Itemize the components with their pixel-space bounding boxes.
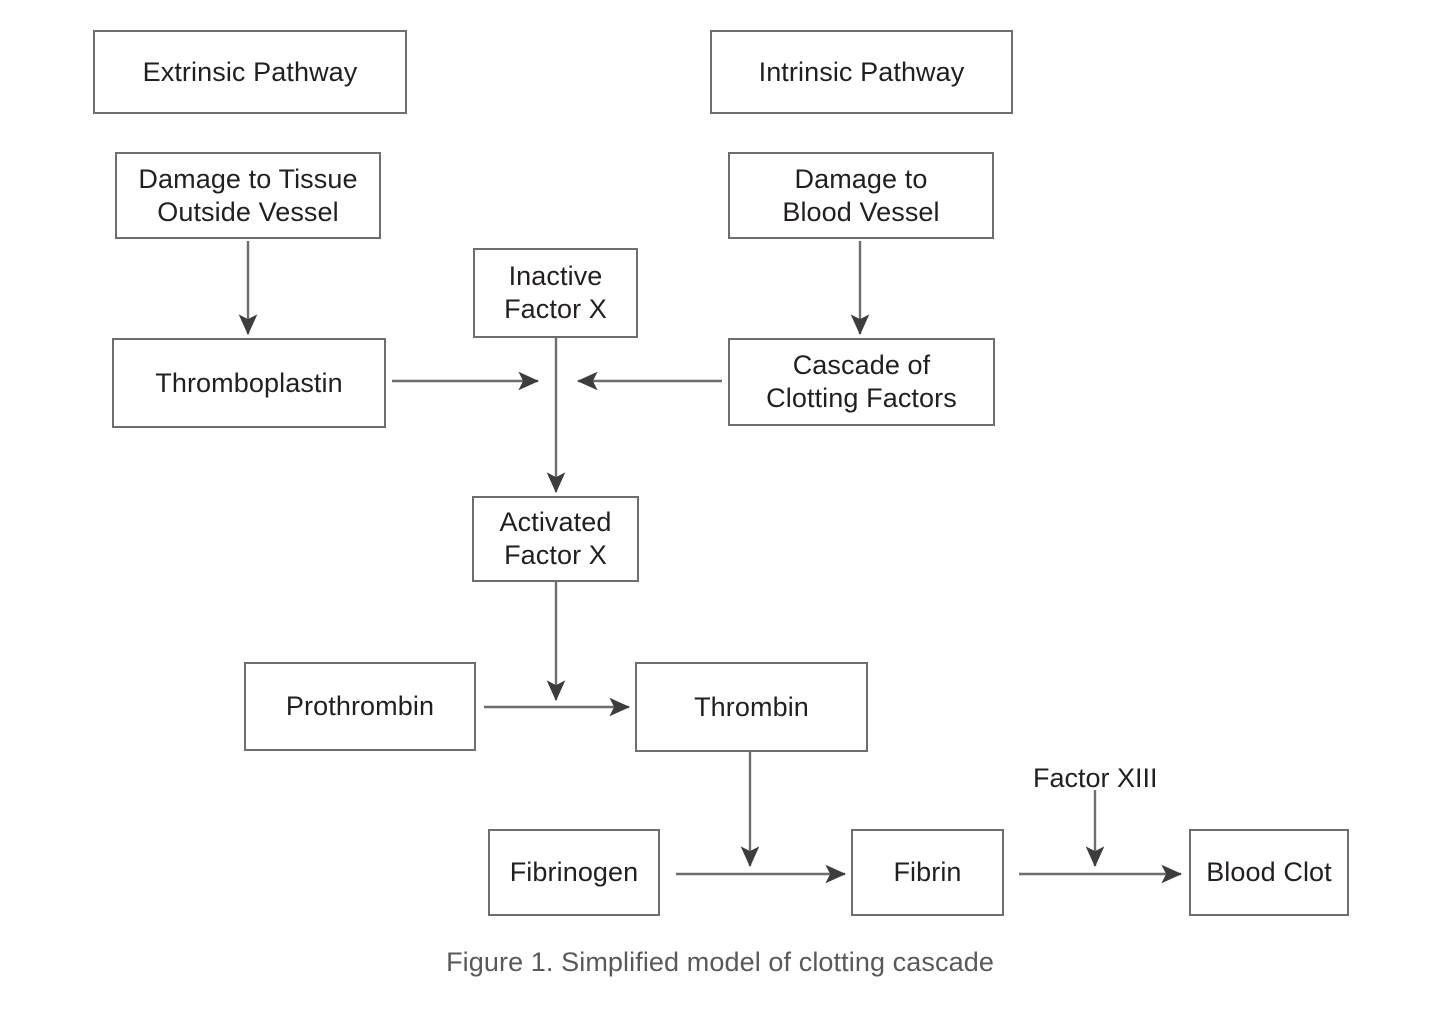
- label-factor-xiii: Factor XIII: [1033, 763, 1158, 793]
- node-fibrinogen: Fibrinogen: [488, 829, 660, 916]
- node-thromboplastin: Thromboplastin: [112, 338, 386, 428]
- figure-caption: Figure 1. Simplified model of clotting c…: [446, 947, 994, 977]
- node-inactive-factor-x: Inactive Factor X: [473, 248, 638, 338]
- node-damage-blood-vessel: Damage to Blood Vessel: [728, 152, 994, 239]
- node-intrinsic-pathway: Intrinsic Pathway: [710, 30, 1013, 114]
- node-activated-factor-x: Activated Factor X: [472, 496, 639, 582]
- node-damage-tissue: Damage to Tissue Outside Vessel: [115, 152, 381, 239]
- node-blood-clot: Blood Clot: [1189, 829, 1349, 916]
- node-extrinsic-pathway: Extrinsic Pathway: [93, 30, 407, 114]
- node-fibrin: Fibrin: [851, 829, 1004, 916]
- node-cascade-clotting: Cascade of Clotting Factors: [728, 338, 995, 426]
- node-prothrombin: Prothrombin: [244, 662, 476, 751]
- node-thrombin: Thrombin: [635, 662, 868, 752]
